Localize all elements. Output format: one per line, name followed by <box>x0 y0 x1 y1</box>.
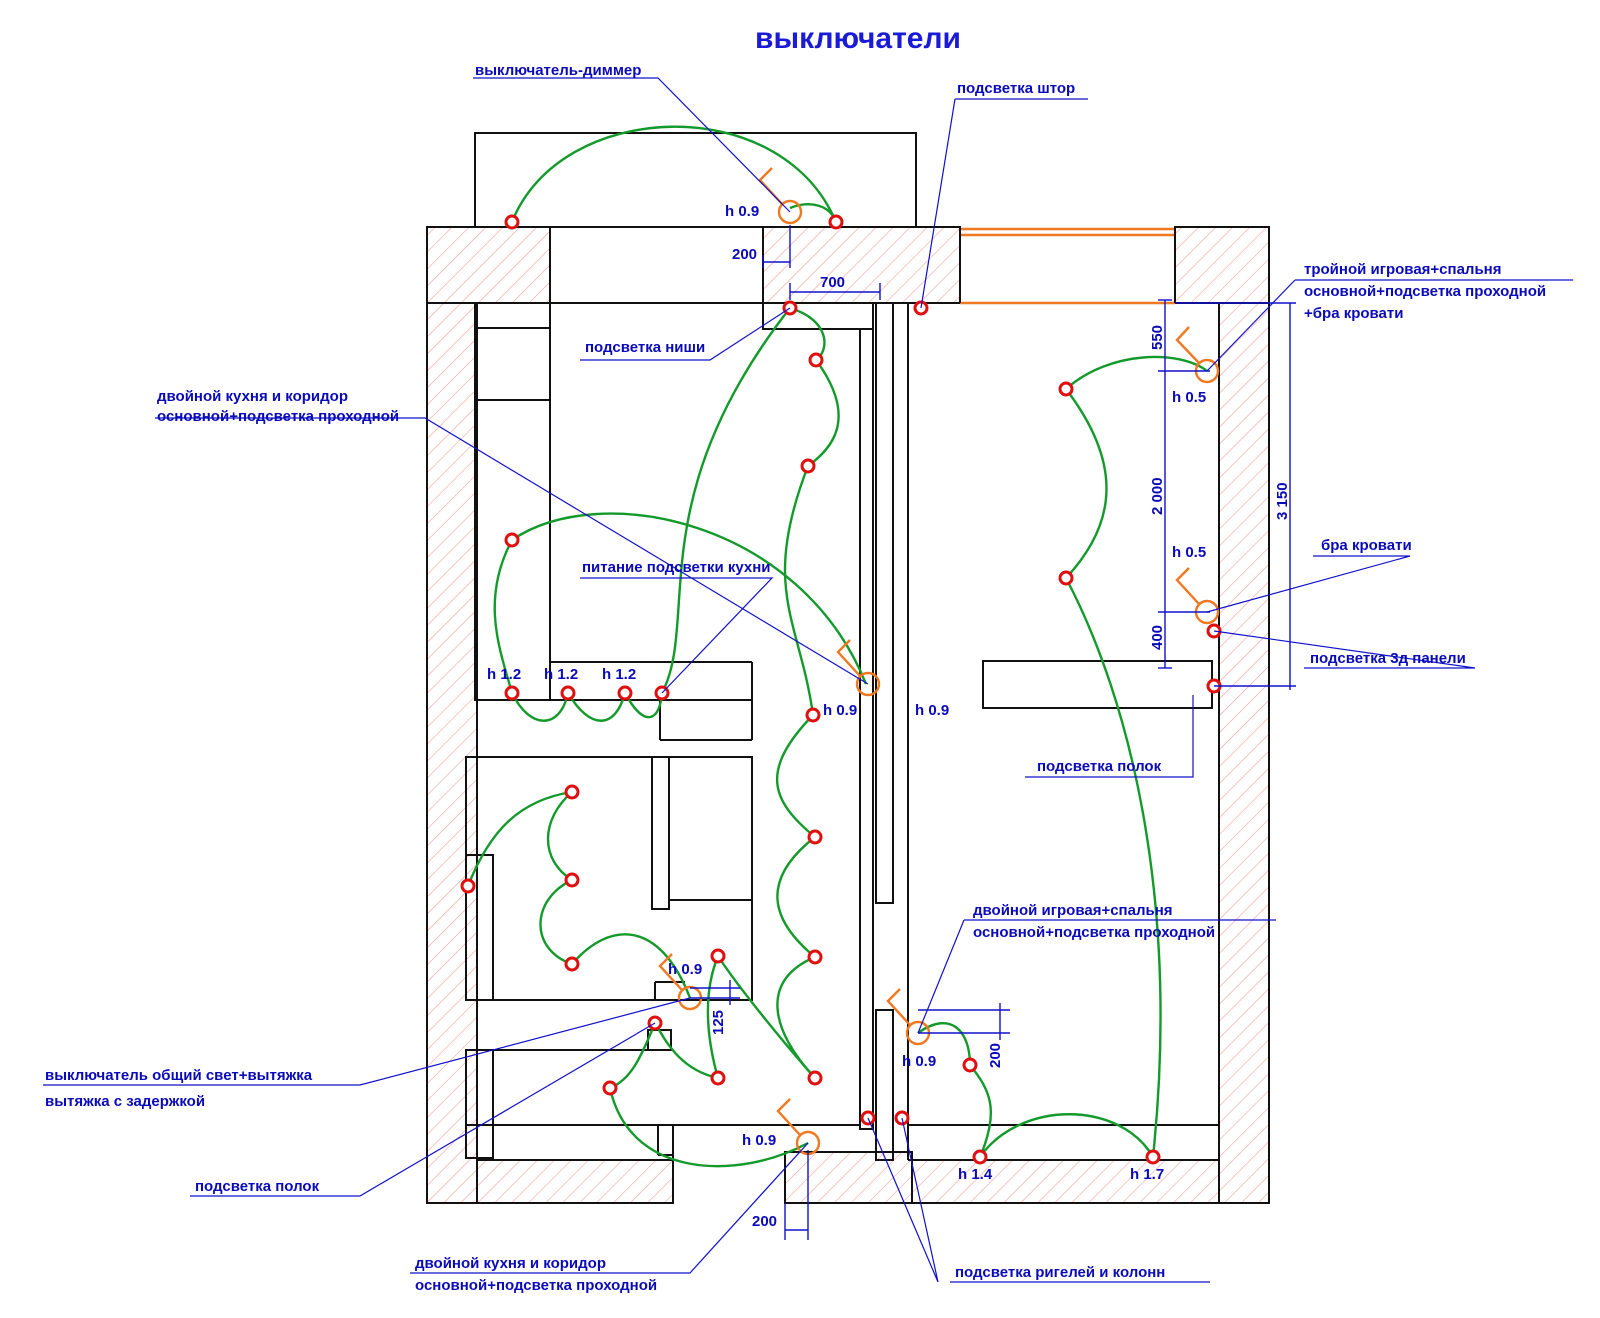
dim-3150: 3 150 <box>1274 482 1291 520</box>
label-shelves-right: подсветка полок <box>1037 758 1162 775</box>
height-k2: h 1.2 <box>544 666 578 683</box>
label-kitchen-power: питание подсветки кухни <box>582 559 771 576</box>
label-triple-sub: основной+подсветка проходной <box>1304 283 1546 300</box>
height-corr2: h 0.9 <box>915 702 949 719</box>
lamp-point <box>807 949 823 965</box>
label-play-double: двойной игровая+спальня <box>973 902 1173 919</box>
dim-200-bottom: 200 <box>752 1213 777 1230</box>
lamps <box>460 214 1222 1165</box>
label-general-switch-sub: вытяжка с задержкой <box>45 1093 205 1110</box>
label-niche-light: подсветка ниши <box>585 339 705 356</box>
dimension-values: 200 700 550 2 000 3 150 400 125 200 200 <box>710 246 1291 1230</box>
lamp-point <box>564 872 580 888</box>
height-b1: h 1.4 <box>958 1166 993 1183</box>
lamp-point <box>504 214 520 230</box>
label-triple: тройной игровая+спальня <box>1304 261 1501 278</box>
window <box>959 227 1176 305</box>
label-triple-sub2: +бра кровати <box>1304 305 1403 322</box>
lamp-point <box>1058 570 1074 586</box>
dimension-lines <box>690 225 1296 1240</box>
page-title: выключатели <box>755 22 961 55</box>
label-bed-sconce: бра кровати <box>1321 537 1412 554</box>
lamp-point <box>460 878 476 894</box>
dim-400: 400 <box>1149 625 1166 650</box>
height-sconce: h 0.5 <box>1172 544 1206 561</box>
lamp-point <box>1145 1149 1161 1165</box>
height-play-switch: h 0.9 <box>902 1053 936 1070</box>
lamp-point <box>504 685 520 701</box>
leader-lines <box>43 77 1573 1283</box>
label-3d-panel: подсветка 3д панели <box>1310 650 1466 667</box>
label-kitchen-double-1-sub: основной+подсветка проходной <box>157 408 399 425</box>
dim-200-right: 200 <box>987 1043 1004 1068</box>
label-dimmer: выключатель-диммер <box>475 62 641 79</box>
label-beams-columns: подсветка ригелей и колонн <box>955 1264 1165 1281</box>
lamp-point <box>564 956 580 972</box>
lamp-point <box>710 1070 726 1086</box>
lamp-point <box>560 685 576 701</box>
height-marks: h 0.9 h 0.5 h 0.5 h 1.2 h 1.2 h 1.2 h 0.… <box>487 203 1206 1183</box>
lamp-point <box>602 1080 618 1096</box>
switch-symbol <box>836 639 881 697</box>
lamp-point <box>828 214 844 230</box>
lamp-point <box>504 532 520 548</box>
lamp-point <box>800 458 816 474</box>
lamp-point <box>1058 381 1074 397</box>
height-b2: h 1.7 <box>1130 1166 1164 1183</box>
height-k3: h 1.2 <box>602 666 636 683</box>
label-kitchen-double-2: двойной кухня и коридор <box>415 1255 606 1272</box>
wiring <box>466 125 1208 1168</box>
dim-550: 550 <box>1149 325 1166 350</box>
switch-symbol <box>1175 326 1220 384</box>
dim-200-top: 200 <box>732 246 757 263</box>
label-general-switch: выключатель общий свет+вытяжка <box>45 1067 313 1084</box>
height-triple: h 0.5 <box>1172 389 1206 406</box>
label-kitchen-double-2-sub: основной+подсветка проходной <box>415 1277 657 1294</box>
height-dimmer: h 0.9 <box>725 203 759 220</box>
lamp-point <box>972 1149 988 1165</box>
walls <box>426 226 1270 1204</box>
switch-symbol <box>1175 567 1220 625</box>
height-k1: h 1.2 <box>487 666 521 683</box>
height-kitchen-switch: h 0.9 <box>668 961 702 978</box>
dim-2000: 2 000 <box>1149 477 1166 515</box>
interior-lines <box>427 302 1269 1204</box>
label-shelves-left: подсветка полок <box>195 1178 320 1195</box>
height-corr1: h 0.9 <box>823 702 857 719</box>
label-kitchen-double-1: двойной кухня и коридор <box>157 388 348 405</box>
label-curtain-light: подсветка штор <box>957 80 1075 97</box>
lamp-point <box>710 948 726 964</box>
lamp-point <box>807 1070 823 1086</box>
lamp-point <box>807 829 823 845</box>
lamp-point <box>805 707 821 723</box>
dim-125: 125 <box>710 1010 727 1035</box>
lamp-point <box>564 784 580 800</box>
annotations: выключатель-диммер подсветка штор подсве… <box>45 62 1546 1294</box>
dim-700: 700 <box>820 274 845 291</box>
lamp-point <box>962 1057 978 1073</box>
height-entry-switch: h 0.9 <box>742 1132 776 1149</box>
lamp-point <box>808 352 824 368</box>
label-play-double-sub: основной+подсветка проходной <box>973 924 1215 941</box>
switch-symbol <box>776 1098 821 1156</box>
switch-symbol <box>758 167 803 225</box>
lamp-point <box>617 685 633 701</box>
